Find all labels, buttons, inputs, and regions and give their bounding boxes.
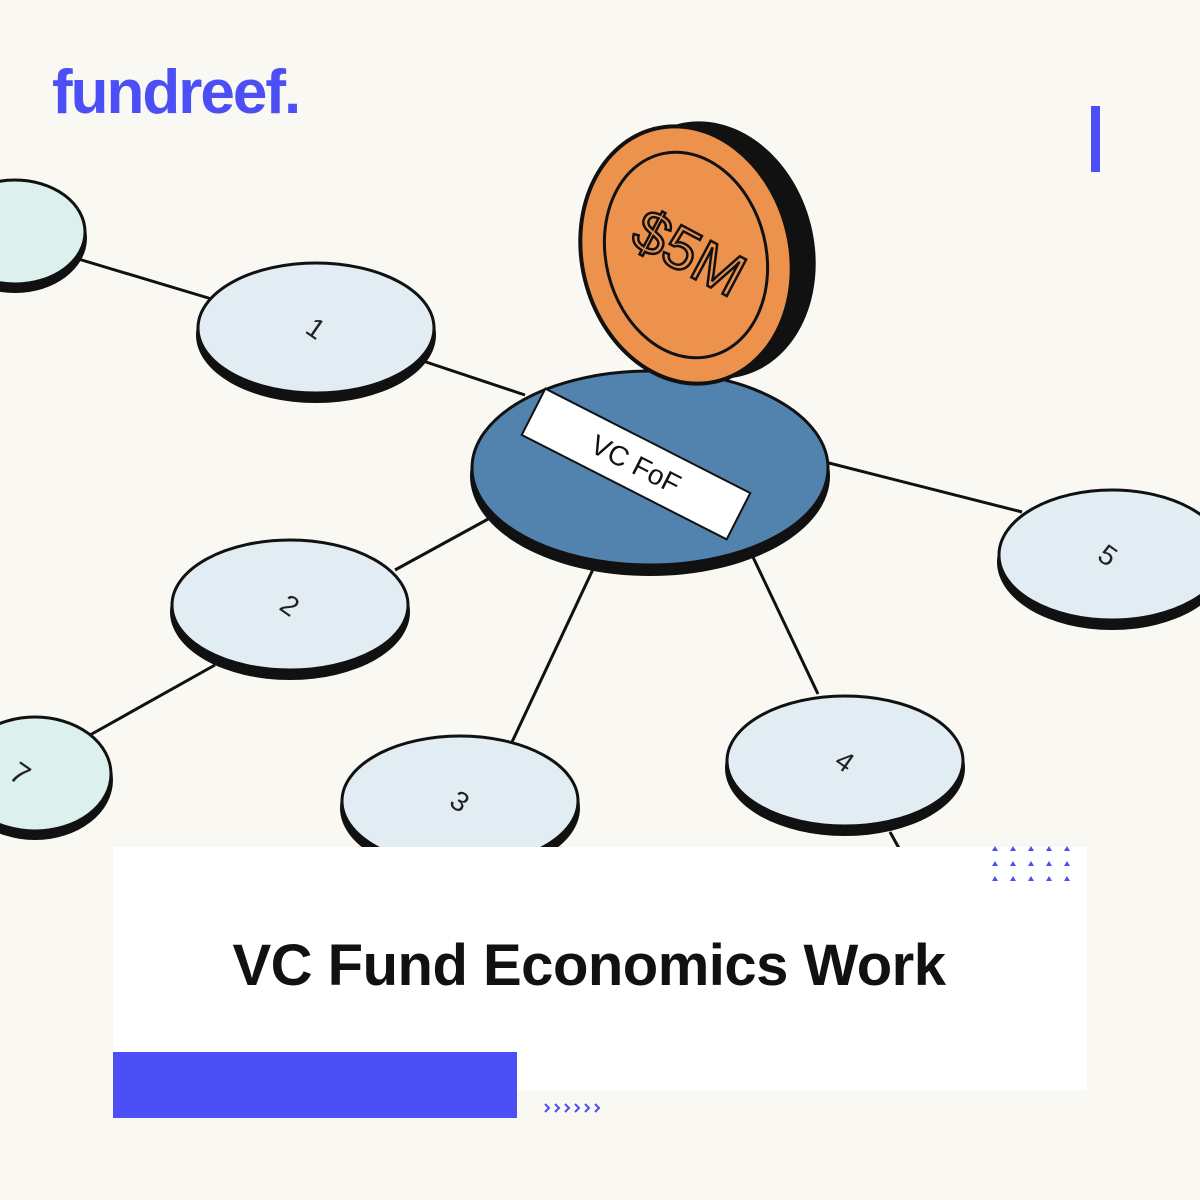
node-5: 5 (997, 488, 1200, 630)
node-6 (0, 178, 87, 293)
node-2: 2 (170, 538, 410, 680)
brand-logo[interactable]: fundreef. (52, 58, 301, 127)
connector-lines (74, 256, 1023, 850)
page-title: VC Fund Economics Work (232, 933, 946, 998)
hub-node: VC FoF (470, 369, 830, 576)
accent-bar-decoration (1091, 106, 1100, 172)
node-4: 4 (725, 694, 965, 836)
hub-label-card (520, 387, 752, 541)
title-card (113, 847, 1087, 1090)
dot-grid-icon (992, 846, 1070, 881)
coin: $5M (578, 121, 816, 386)
node-7: 7 (0, 715, 113, 840)
node-1: 1 (196, 261, 436, 403)
chevron-arrows-icon (544, 1103, 601, 1113)
accent-block-decoration (113, 1052, 517, 1118)
node-3: 3 (340, 734, 580, 850)
network-illustration: 1 2 3 4 5 7 VC FoF (0, 121, 1200, 850)
